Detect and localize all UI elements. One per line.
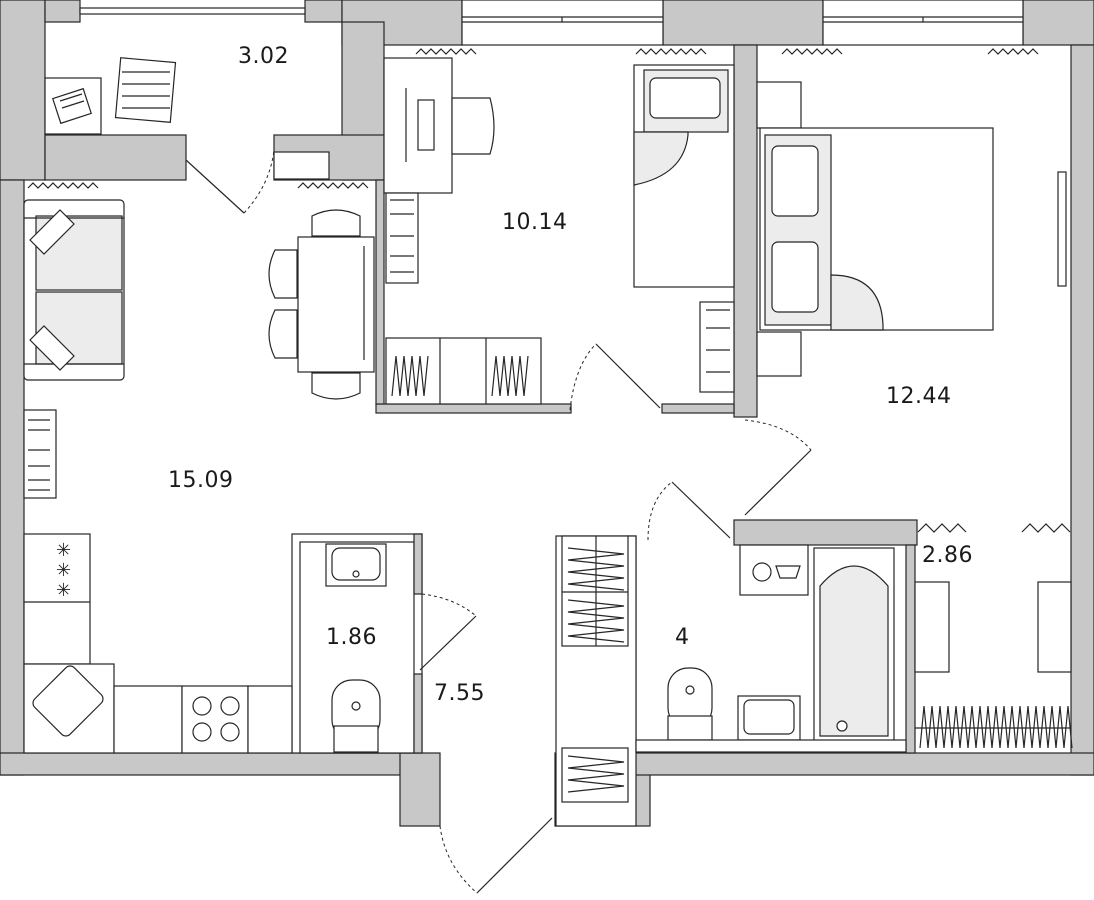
outer-walls [0, 0, 1094, 827]
svg-text:✳: ✳ [56, 560, 71, 581]
hall-area-label: 7.55 [434, 681, 485, 706]
svg-text:✳: ✳ [56, 540, 71, 561]
bedroom-large-area-label: 12.44 [886, 384, 952, 409]
wc-fixtures [325, 543, 387, 753]
kitchen-living-area-label: 15.09 [168, 468, 234, 493]
closet-furniture [561, 535, 1073, 803]
bathroom-fixtures [635, 544, 907, 753]
balcony-area-label: 3.02 [238, 44, 289, 69]
bathroom-area-label: 4 [675, 625, 690, 650]
closet-area-label: 2.86 [922, 543, 973, 568]
wc-area-label: 1.86 [326, 625, 377, 650]
svg-text:✳: ✳ [56, 580, 71, 601]
living-furniture: ✳ ✳ ✳ [23, 199, 375, 754]
balcony-furniture [44, 57, 177, 135]
bedroom-large-furniture [756, 81, 1067, 377]
radiators [27, 48, 1071, 533]
bedroom-small-furniture [383, 57, 735, 405]
bedroom-small-area-label: 10.14 [502, 210, 568, 235]
windows [79, 0, 1024, 180]
doors [185, 149, 812, 894]
